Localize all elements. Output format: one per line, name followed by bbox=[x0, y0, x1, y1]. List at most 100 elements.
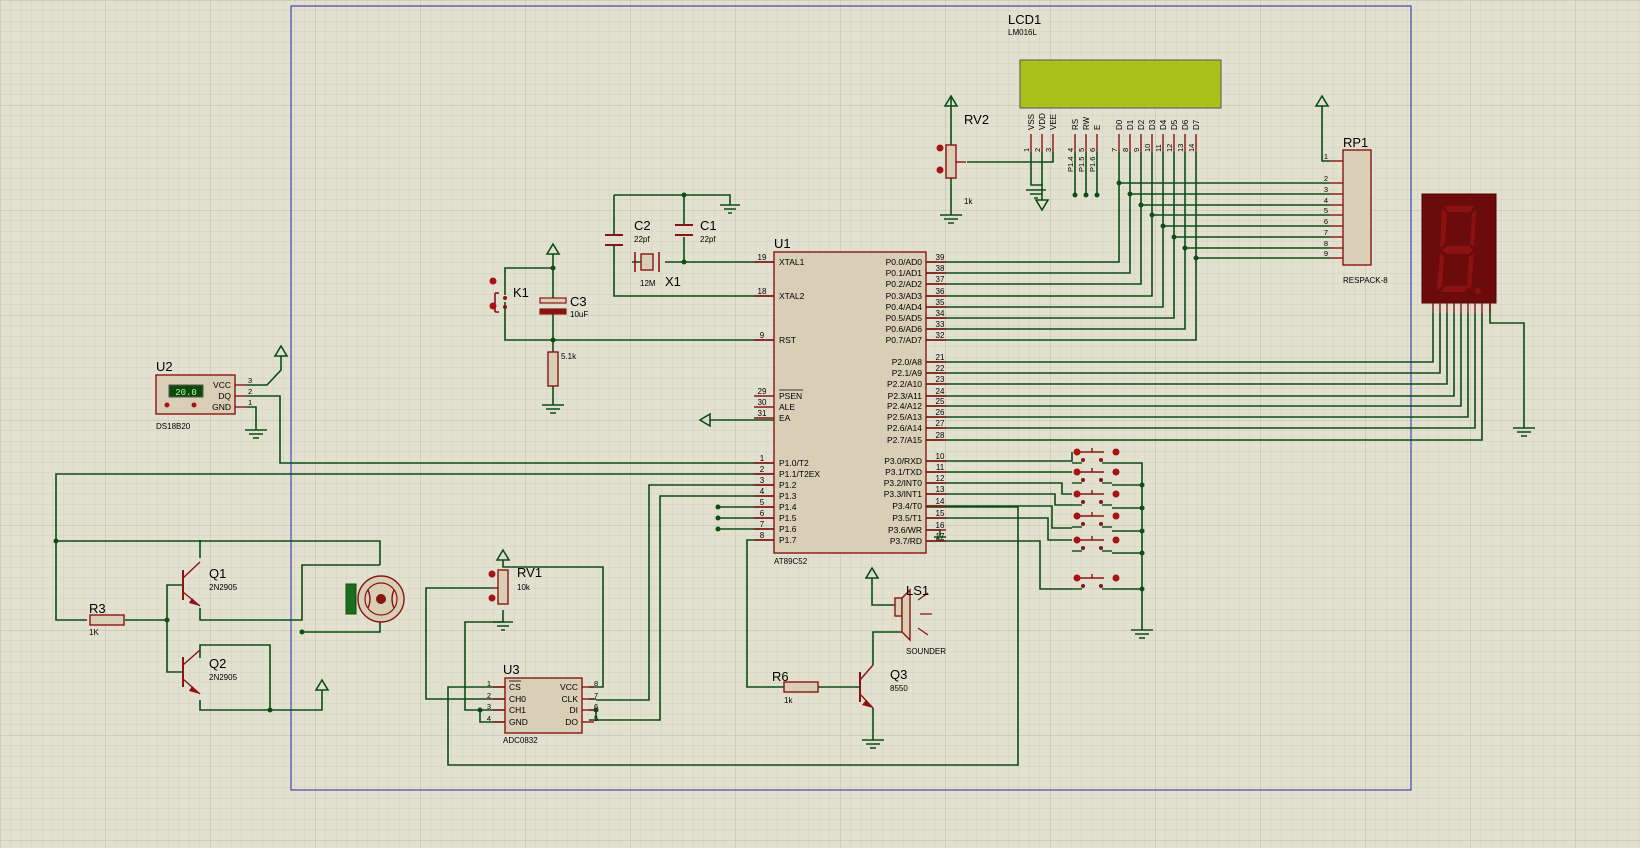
u1-pin-label: P3.7/RD bbox=[890, 536, 922, 546]
button-dot-right[interactable] bbox=[1112, 490, 1120, 498]
u2-dot-left[interactable] bbox=[164, 402, 170, 408]
x1-crystal[interactable]: X1 12M bbox=[634, 252, 681, 289]
u3-pin-label: DO bbox=[565, 717, 578, 727]
rv2-up-dot[interactable] bbox=[936, 144, 944, 152]
rv2-potentiometer[interactable]: RV2 1k bbox=[936, 112, 990, 206]
lcd-pin-label: VDD bbox=[1038, 113, 1047, 130]
r6-resistor[interactable]: R6 1k bbox=[772, 669, 819, 705]
lcd-pin-label: D5 bbox=[1170, 119, 1179, 130]
button-dot-left[interactable] bbox=[1073, 574, 1081, 582]
rv1-down-dot[interactable] bbox=[488, 594, 496, 602]
u3-pin-label: CS bbox=[509, 682, 521, 692]
u1-pin-number: 14 bbox=[936, 497, 945, 506]
q1-transistor[interactable]: Q1 2N2905 bbox=[182, 561, 238, 607]
seven-segment-display[interactable]: 8 bbox=[0, 0, 1497, 313]
k1-dot-bottom[interactable] bbox=[489, 302, 497, 310]
u3-pin-label: GND bbox=[509, 717, 528, 727]
u2-pin-label: VCC bbox=[213, 380, 231, 390]
pushbutton[interactable] bbox=[1072, 512, 1120, 528]
c2-value: 22pf bbox=[634, 235, 650, 244]
c3-value: 10uF bbox=[570, 310, 588, 319]
q1-ref: Q1 bbox=[209, 566, 226, 581]
q1-part: 2N2905 bbox=[209, 583, 238, 592]
lcd-pin-number: 12 bbox=[1165, 144, 1174, 152]
u1-pin-label: P0.7/AD7 bbox=[886, 335, 923, 345]
seg-segments bbox=[1437, 206, 1481, 294]
u1-pin-number: 37 bbox=[936, 275, 945, 284]
button-dot-right[interactable] bbox=[1112, 512, 1120, 520]
u3-pin-label: CH0 bbox=[509, 694, 526, 704]
u1-part: AT89C52 bbox=[774, 557, 808, 566]
button-dot-left[interactable] bbox=[1073, 536, 1081, 544]
rp1-pin-number: 6 bbox=[1324, 217, 1328, 226]
p3-buttons[interactable] bbox=[1072, 448, 1120, 590]
c1-capacitor[interactable]: C1 22pf bbox=[675, 218, 717, 244]
u1-pin-label: P2.6/A14 bbox=[887, 423, 922, 433]
u1-pin-label: P3.3/INT1 bbox=[884, 489, 923, 499]
lcd-ref: LCD1 bbox=[1008, 12, 1041, 27]
u2-part: DS18B20 bbox=[156, 422, 191, 431]
u1-pin-number: 13 bbox=[936, 485, 945, 494]
rp1-pin-number: 5 bbox=[1324, 206, 1328, 215]
rv2-down-dot[interactable] bbox=[936, 166, 944, 174]
lcd-pin-number: 4 bbox=[1066, 148, 1075, 152]
k1-pushbutton[interactable]: K1 bbox=[489, 275, 529, 318]
rp1-pin-number: 7 bbox=[1324, 228, 1328, 237]
u3-pin-number: 2 bbox=[487, 691, 491, 700]
c2-capacitor[interactable]: C2 22pf bbox=[605, 218, 651, 246]
q3-transistor[interactable]: Q3 8550 bbox=[859, 664, 908, 709]
pushbutton[interactable] bbox=[1072, 574, 1120, 590]
c3-capacitor[interactable]: C3 10uF bbox=[539, 294, 588, 319]
u1-right-pins: 39P0.0/AD038P0.1/AD137P0.2/AD236P0.3/AD3… bbox=[884, 253, 946, 546]
button-dot-left[interactable] bbox=[1073, 490, 1081, 498]
rp1-ref: RP1 bbox=[1343, 135, 1368, 150]
rv1-potentiometer[interactable]: RV1 10k bbox=[488, 565, 543, 605]
c1-value: 22pf bbox=[700, 235, 716, 244]
k1-dot-top[interactable] bbox=[489, 277, 497, 285]
rp1-pin-number: 8 bbox=[1324, 239, 1328, 248]
u1-pin-number: 36 bbox=[936, 287, 945, 296]
u2-dot-right[interactable] bbox=[191, 402, 197, 408]
lcd-display[interactable]: LCD1 LM016L VSS1VDD2VEE3RS4RW5E6D07D18D2… bbox=[1008, 12, 1222, 172]
button-contact bbox=[1081, 546, 1085, 550]
button-contact bbox=[1099, 546, 1103, 550]
pushbutton[interactable] bbox=[1072, 468, 1120, 484]
lcd-pin-number: 1 bbox=[1022, 148, 1031, 152]
button-dot-right[interactable] bbox=[1112, 448, 1120, 456]
u3-pin-number: 6 bbox=[594, 702, 598, 711]
pushbutton[interactable] bbox=[1072, 536, 1120, 552]
q3-ref: Q3 bbox=[890, 667, 907, 682]
button-dot-right[interactable] bbox=[1112, 574, 1120, 582]
dc-motor[interactable] bbox=[345, 575, 405, 623]
u2-display bbox=[168, 384, 204, 398]
pushbutton[interactable] bbox=[1072, 490, 1120, 506]
pushbutton[interactable] bbox=[1072, 448, 1120, 464]
button-dot-right[interactable] bbox=[1112, 536, 1120, 544]
u1-pin-number: 23 bbox=[936, 375, 945, 384]
u1-pin-label: P0.3/AD3 bbox=[886, 291, 923, 301]
button-contact bbox=[1081, 478, 1085, 482]
button-dot-left[interactable] bbox=[1073, 512, 1081, 520]
q2-transistor[interactable]: Q2 2N2905 bbox=[182, 649, 238, 695]
button-dot-left[interactable] bbox=[1073, 468, 1081, 476]
lcd-pins: VSS1VDD2VEE3RS4RW5E6D07D18D29D310D411D51… bbox=[1022, 113, 1201, 172]
u1-pin-number: 12 bbox=[936, 474, 945, 483]
rv1-up-dot[interactable] bbox=[488, 570, 496, 578]
junctions bbox=[53, 180, 1199, 713]
r3-resistor[interactable]: R3 1K bbox=[89, 601, 125, 637]
ls1-sounder[interactable]: LS1 SOUNDER bbox=[894, 583, 946, 656]
u1-pin-number: 7 bbox=[760, 520, 765, 529]
button-dot-left[interactable] bbox=[1073, 448, 1081, 456]
reset-resistor[interactable]: 5.1k bbox=[547, 351, 577, 387]
lcd-pin-label: D1 bbox=[1126, 119, 1135, 130]
rp1-pin-number: 9 bbox=[1324, 249, 1328, 258]
u1-pin-number: 6 bbox=[760, 509, 765, 518]
lcd-pin-number: 8 bbox=[1121, 148, 1130, 152]
button-dot-right[interactable] bbox=[1112, 468, 1120, 476]
